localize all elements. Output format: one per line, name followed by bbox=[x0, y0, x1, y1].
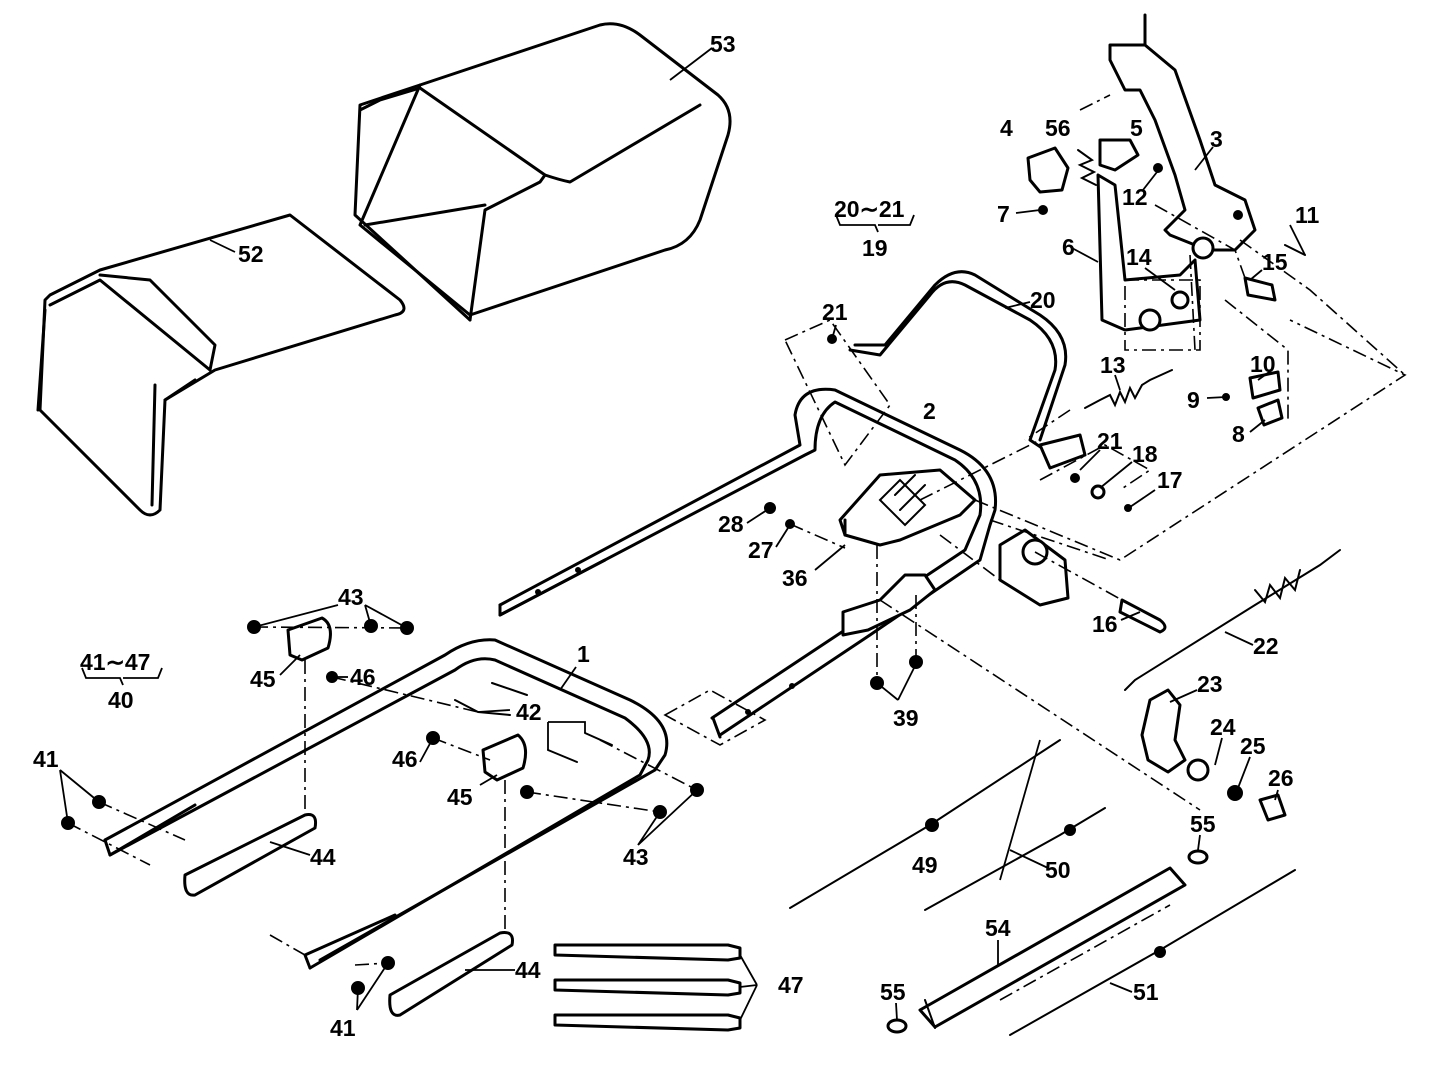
callout-53: 53 bbox=[710, 31, 736, 57]
callout-50: 50 bbox=[1045, 857, 1071, 883]
fasteners bbox=[61, 163, 1284, 995]
callout-45b: 45 bbox=[447, 784, 473, 810]
callout-55b: 55 bbox=[880, 979, 906, 1005]
callout-46a: 46 bbox=[350, 664, 376, 690]
console-part-36 bbox=[838, 468, 977, 547]
callout-3: 3 bbox=[1210, 126, 1223, 152]
callout-51: 51 bbox=[1133, 979, 1159, 1005]
callout-55a: 55 bbox=[1190, 811, 1216, 837]
callout-36: 36 bbox=[782, 565, 808, 591]
clamp-part-45b bbox=[481, 733, 528, 782]
ring-part-55b bbox=[886, 1018, 908, 1034]
bracket-part-3 bbox=[1108, 13, 1257, 260]
plate-part-6 bbox=[1096, 173, 1202, 332]
rods-part-47 bbox=[553, 943, 742, 1032]
callout-24: 24 bbox=[1210, 714, 1236, 740]
leader-lines bbox=[59, 47, 1306, 1021]
upper-handle-part-20 bbox=[848, 270, 1087, 470]
callout-23: 23 bbox=[1197, 671, 1223, 697]
group-19-parent: 19 bbox=[862, 235, 888, 261]
callout-27: 27 bbox=[748, 537, 774, 563]
callout-44b: 44 bbox=[515, 957, 541, 983]
callout-12: 12 bbox=[1122, 184, 1148, 210]
callout-8: 8 bbox=[1232, 421, 1245, 447]
callout-45a: 45 bbox=[250, 666, 276, 692]
callout-5: 5 bbox=[1130, 115, 1143, 141]
group-40-range: 41∼47 bbox=[80, 649, 150, 675]
clip-part-5 bbox=[1098, 138, 1140, 172]
cable-part-50 bbox=[924, 807, 1106, 911]
bolt-part-26 bbox=[1258, 793, 1287, 822]
callout-4: 4 bbox=[1000, 115, 1013, 141]
callout-56: 56 bbox=[1045, 115, 1071, 141]
spring-part-13 bbox=[1084, 369, 1173, 409]
callout-41b: 41 bbox=[330, 1015, 356, 1041]
callout-13: 13 bbox=[1100, 352, 1126, 378]
spring-part-56 bbox=[1077, 149, 1097, 186]
cable-part-49 bbox=[789, 739, 1061, 909]
callout-7: 7 bbox=[997, 201, 1010, 227]
pivot-bracket bbox=[998, 528, 1070, 607]
callout-6: 6 bbox=[1062, 234, 1075, 260]
knob-part-4 bbox=[1026, 146, 1070, 194]
callout-16: 16 bbox=[1092, 611, 1118, 637]
link-bar-part-44a bbox=[183, 813, 317, 897]
callout-43a: 43 bbox=[338, 584, 364, 610]
group-bracket-19 bbox=[835, 214, 915, 233]
group-40-parent: 40 bbox=[108, 687, 134, 713]
callout-47: 47 bbox=[778, 972, 804, 998]
grass-bag-part-53 bbox=[353, 22, 732, 322]
cable-part-51 bbox=[1009, 869, 1296, 1036]
group-19-range: 20∼21 bbox=[834, 196, 905, 222]
callout-25: 25 bbox=[1240, 733, 1266, 759]
callout-10: 10 bbox=[1250, 351, 1276, 377]
callout-14: 14 bbox=[1126, 244, 1152, 270]
callout-46b: 46 bbox=[392, 746, 418, 772]
ring-part-55a bbox=[1187, 849, 1209, 865]
washer-part-24 bbox=[1186, 758, 1210, 782]
callout-18: 18 bbox=[1132, 441, 1158, 467]
assembly-guide-lines bbox=[67, 94, 1407, 1001]
callout-28: 28 bbox=[718, 511, 744, 537]
nut-part-25 bbox=[1227, 785, 1243, 801]
callout-43b: 43 bbox=[623, 844, 649, 870]
callout-54: 54 bbox=[985, 915, 1011, 941]
callout-39: 39 bbox=[893, 705, 919, 731]
callout-17: 17 bbox=[1157, 467, 1183, 493]
middle-handle-part-2 bbox=[498, 387, 998, 739]
callout-1: 1 bbox=[577, 641, 590, 667]
callout-22: 22 bbox=[1253, 633, 1279, 659]
callout-41a: 41 bbox=[33, 746, 59, 772]
callout-21b: 21 bbox=[1097, 428, 1123, 454]
callout-20: 20 bbox=[1030, 287, 1056, 313]
clamp-part-45a bbox=[286, 616, 332, 662]
callout-44a: 44 bbox=[310, 844, 336, 870]
callout-15: 15 bbox=[1262, 249, 1288, 275]
callout-9: 9 bbox=[1187, 387, 1200, 413]
pin-part-11 bbox=[1284, 244, 1306, 256]
lower-handle-part-1 bbox=[103, 638, 669, 970]
callout-42: 42 bbox=[516, 699, 542, 725]
callout-49: 49 bbox=[912, 852, 938, 878]
bag-frame-part-52 bbox=[36, 213, 406, 517]
pin-part-16 bbox=[1118, 598, 1167, 634]
spacer-part-15 bbox=[1243, 276, 1277, 302]
callout-21a: 21 bbox=[822, 299, 848, 325]
callout-labels: 53 52 4 56 5 3 12 7 11 6 14 15 20 21 13 … bbox=[33, 31, 1320, 1041]
callout-2: 2 bbox=[923, 398, 936, 424]
link-bar-part-44b bbox=[388, 931, 514, 1017]
tube-part-54 bbox=[918, 866, 1187, 1029]
callout-26: 26 bbox=[1268, 765, 1294, 791]
callout-11: 11 bbox=[1295, 202, 1320, 228]
lever-part-23 bbox=[1140, 688, 1187, 774]
spring-part-22 bbox=[1124, 549, 1341, 691]
callout-52: 52 bbox=[238, 241, 264, 267]
group-bracket-40 bbox=[81, 667, 163, 686]
